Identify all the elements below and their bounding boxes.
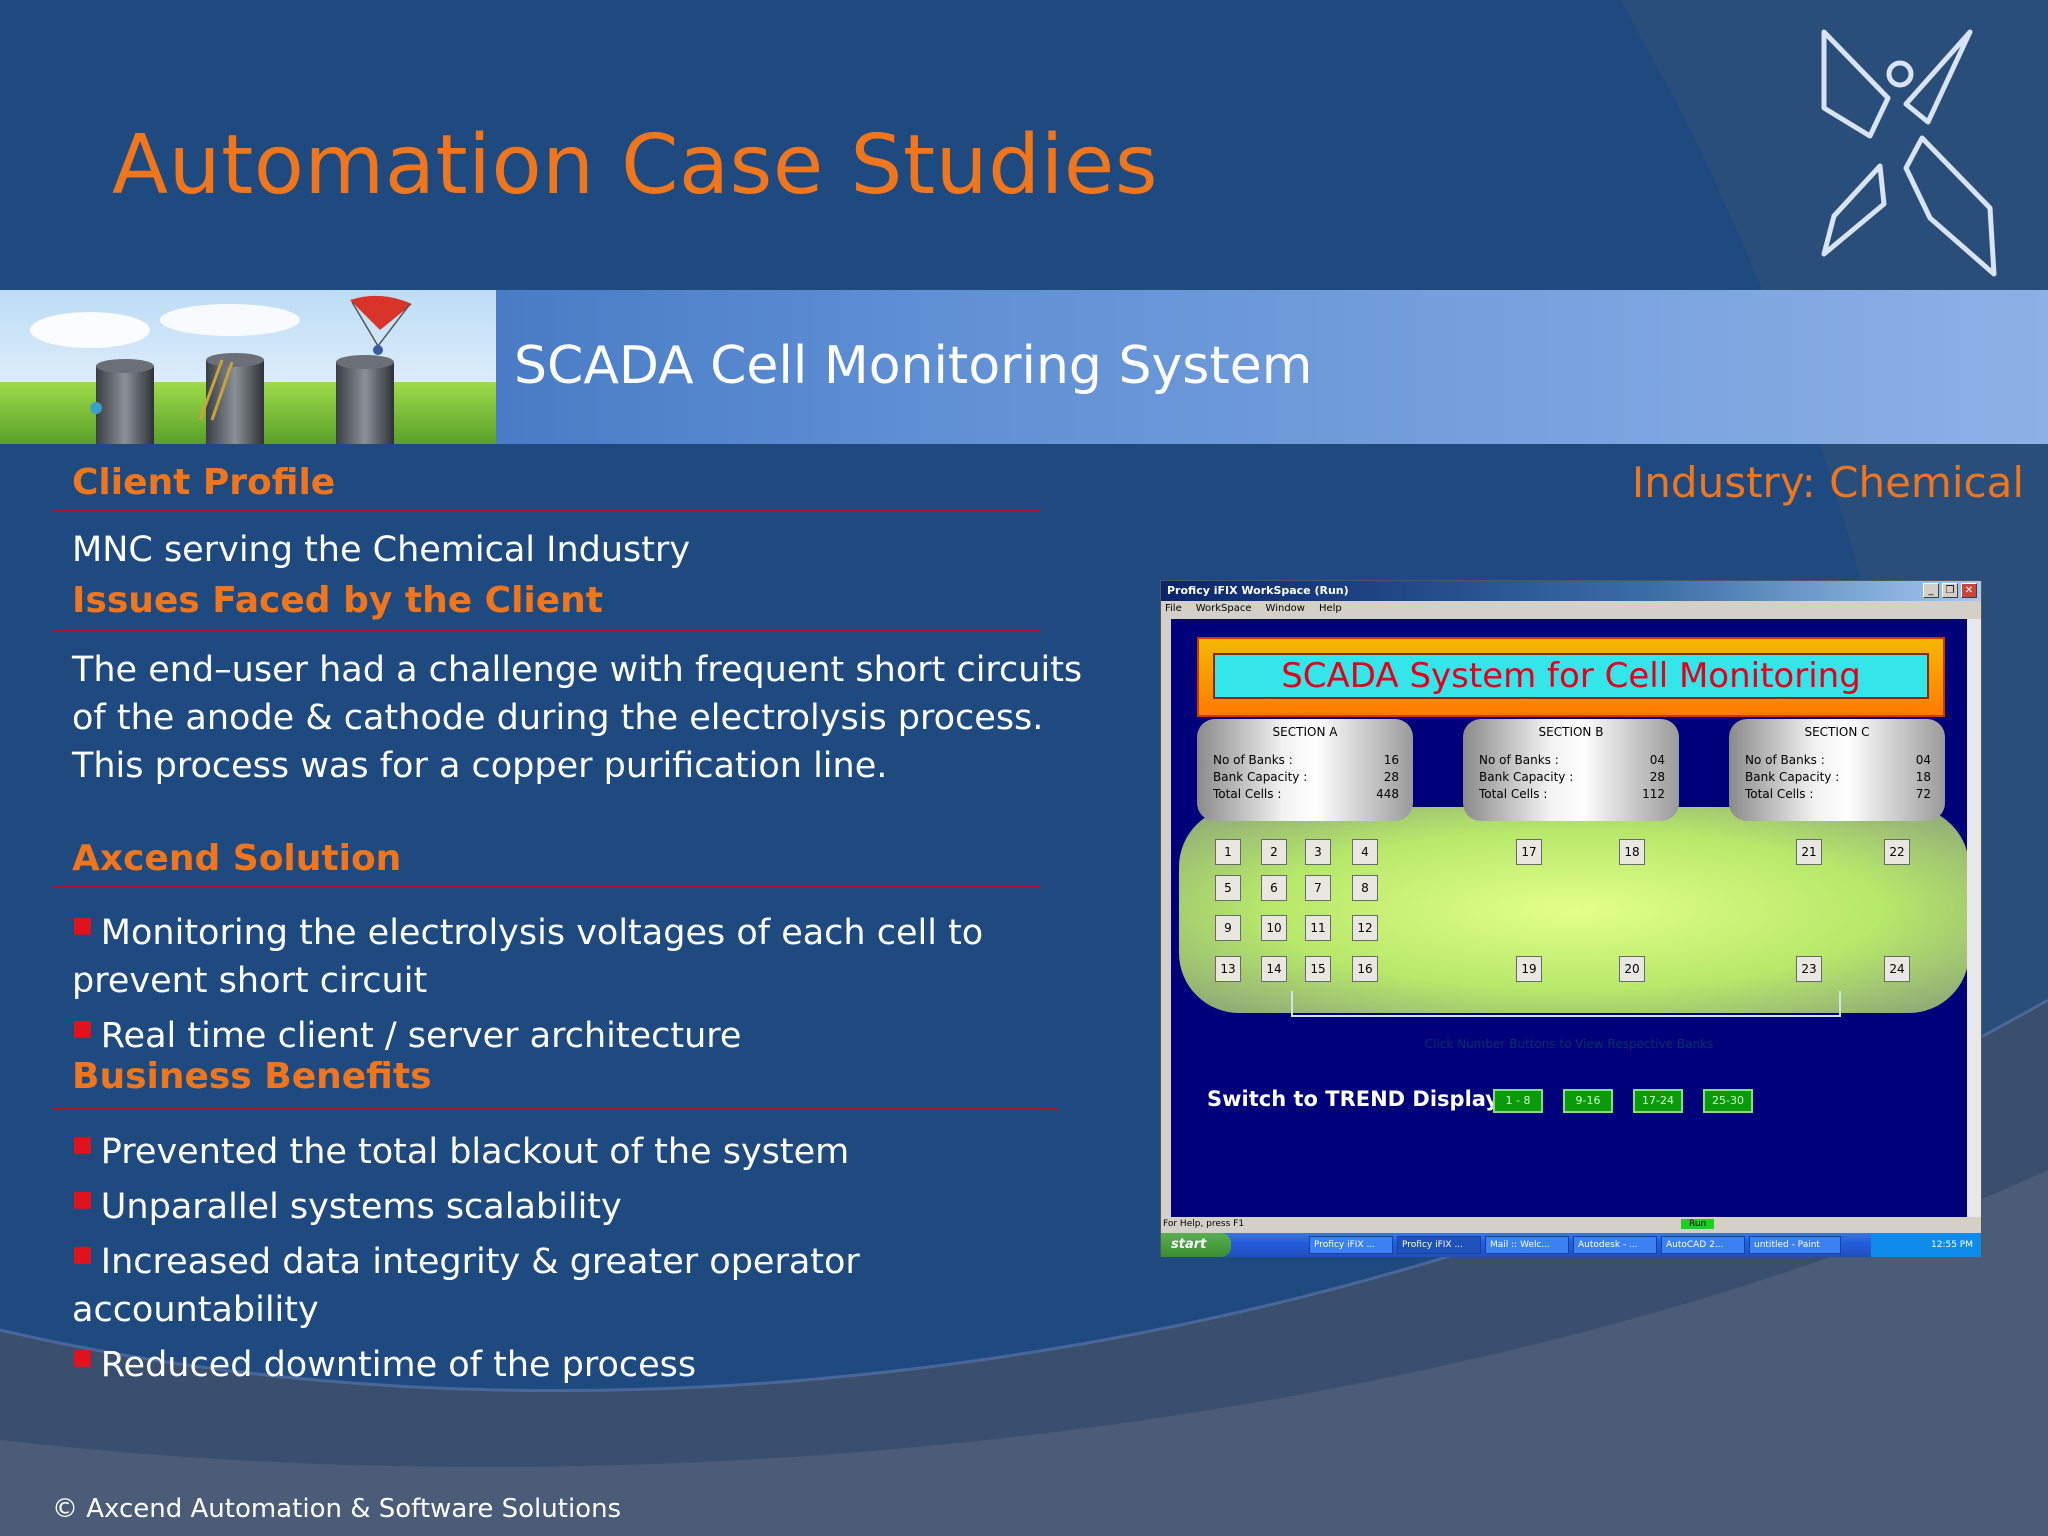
bank-button[interactable]: 24 xyxy=(1884,956,1910,982)
run-badge: Run xyxy=(1681,1219,1715,1229)
benefits-heading: Business Benefits xyxy=(72,1056,432,1097)
window-title: Proficy iFIX WorkSpace (Run) xyxy=(1161,581,1981,601)
bank-button[interactable]: 20 xyxy=(1619,956,1645,982)
restore-icon[interactable]: ❐ xyxy=(1942,583,1958,598)
footer-copyright: © Axcend Automation & Software Solutions xyxy=(52,1494,622,1524)
menu-file[interactable]: File xyxy=(1165,603,1182,614)
bank-button[interactable]: 4 xyxy=(1352,839,1378,865)
start-button[interactable]: start xyxy=(1161,1233,1231,1257)
section-b-panel: SECTION B No of Banks :04 Bank Capacity … xyxy=(1463,719,1679,821)
divider-rule xyxy=(52,630,1040,632)
axcend-logo xyxy=(1821,29,1997,277)
bank-button[interactable]: 9 xyxy=(1215,915,1241,941)
solution-list: ■Monitoring the electrolysis voltages of… xyxy=(72,902,983,1060)
benefit-bullet-cont: accountability xyxy=(72,1290,319,1330)
bullet-marker: ■ xyxy=(72,1187,93,1212)
bank-button[interactable]: 8 xyxy=(1352,875,1378,901)
bullet-marker: ■ xyxy=(72,1242,93,1267)
taskbar-item[interactable]: Proficy iFIX ... xyxy=(1309,1236,1393,1254)
bank-button[interactable]: 23 xyxy=(1796,956,1822,982)
scada-canvas: SCADA System for Cell Monitoring SECTION… xyxy=(1171,619,1967,1219)
solution-bullet: ■Monitoring the electrolysis voltages of… xyxy=(72,913,984,953)
bank-button[interactable]: 13 xyxy=(1215,956,1241,982)
bank-button[interactable]: 6 xyxy=(1261,875,1287,901)
benefit-bullet: ■Increased data integrity & greater oper… xyxy=(72,1242,860,1282)
bank-button[interactable]: 3 xyxy=(1305,839,1331,865)
bank-button[interactable]: 1 xyxy=(1215,839,1241,865)
vertical-scrollbar[interactable] xyxy=(1967,619,1981,1219)
divider-rule xyxy=(52,510,1040,512)
trend-button[interactable]: 9-16 xyxy=(1563,1089,1613,1113)
close-icon[interactable]: ✕ xyxy=(1961,583,1977,598)
bank-button[interactable]: 15 xyxy=(1305,956,1331,982)
bank-button[interactable]: 10 xyxy=(1261,915,1287,941)
taskbar-item[interactable]: Autodesk - ... xyxy=(1573,1236,1657,1254)
bank-button[interactable]: 17 xyxy=(1516,839,1542,865)
menu-help[interactable]: Help xyxy=(1318,603,1342,614)
status-bar: For Help, press F1 Run xyxy=(1161,1217,1981,1231)
taskbar: start Proficy iFIX ... Proficy iFIX ... … xyxy=(1161,1233,1981,1257)
trend-button[interactable]: 1 - 8 xyxy=(1493,1089,1543,1113)
trend-label: Switch to TREND Display xyxy=(1207,1087,1499,1111)
banner-title: SCADA Cell Monitoring System xyxy=(514,336,1313,396)
banner-illustration xyxy=(0,290,496,444)
trend-button[interactable]: 17-24 xyxy=(1633,1089,1683,1113)
bullet-marker: ■ xyxy=(72,1345,93,1370)
issues-heading: Issues Faced by the Client xyxy=(72,580,603,621)
trend-button[interactable]: 25-30 xyxy=(1703,1089,1753,1113)
bank-button[interactable]: 21 xyxy=(1796,839,1822,865)
benefit-bullet: ■Prevented the total blackout of the sys… xyxy=(72,1132,850,1172)
menu-bar: File WorkSpace Window Help xyxy=(1161,601,1981,617)
bank-button[interactable]: 14 xyxy=(1261,956,1287,982)
taskbar-item[interactable]: untitled - Paint xyxy=(1749,1236,1841,1254)
bank-button[interactable]: 5 xyxy=(1215,875,1241,901)
taskbar-item[interactable]: Proficy iFIX ... xyxy=(1397,1236,1481,1254)
solution-bullet: ■Real time client / server architecture xyxy=(72,1016,742,1056)
benefit-bullet: ■Unparallel systems scalability xyxy=(72,1187,622,1227)
scada-title-frame: SCADA System for Cell Monitoring xyxy=(1197,637,1945,717)
click-hint: Click Number Buttons to View Respective … xyxy=(1424,1037,1714,1051)
issues-line: of the anode & cathode during the electr… xyxy=(72,698,1044,738)
client-profile-heading: Client Profile xyxy=(72,462,336,503)
issues-line: This process was for a copper purificati… xyxy=(72,746,888,786)
bank-button[interactable]: 11 xyxy=(1305,915,1331,941)
scada-title: SCADA System for Cell Monitoring xyxy=(1213,653,1929,699)
divider-rule xyxy=(52,886,1040,888)
bullet-marker: ■ xyxy=(72,1132,93,1157)
taskbar-item[interactable]: AutoCAD 2... xyxy=(1661,1236,1745,1254)
section-c-panel: SECTION C No of Banks :04 Bank Capacity … xyxy=(1729,719,1945,821)
benefit-bullet: ■Reduced downtime of the process xyxy=(72,1345,697,1385)
bank-button[interactable]: 12 xyxy=(1352,915,1378,941)
section-a-panel: SECTION A No of Banks :16 Bank Capacity … xyxy=(1197,719,1413,821)
scada-screenshot: Proficy iFIX WorkSpace (Run) _ ❐ ✕ File … xyxy=(1160,580,1982,1257)
menu-window[interactable]: Window xyxy=(1265,603,1305,614)
bank-button[interactable]: 16 xyxy=(1352,956,1378,982)
bank-bracket xyxy=(1291,991,1841,1017)
slide-title: Automation Case Studies xyxy=(112,118,1159,213)
menu-workspace[interactable]: WorkSpace xyxy=(1195,603,1252,614)
client-profile-text: MNC serving the Chemical Industry xyxy=(72,530,691,570)
divider-rule xyxy=(52,1108,1058,1110)
bank-button[interactable]: 22 xyxy=(1884,839,1910,865)
minimize-icon[interactable]: _ xyxy=(1923,583,1939,598)
clock: 12:55 PM xyxy=(1931,1240,1973,1250)
bank-button[interactable]: 18 xyxy=(1619,839,1645,865)
bullet-marker: ■ xyxy=(72,913,93,938)
solution-bullet-cont: prevent short circuit xyxy=(72,961,428,1001)
issues-line: The end–user had a challenge with freque… xyxy=(72,650,1083,690)
bank-button[interactable]: 19 xyxy=(1516,956,1542,982)
bank-button[interactable]: 2 xyxy=(1261,839,1287,865)
bullet-marker: ■ xyxy=(72,1016,93,1041)
benefits-list: ■Prevented the total blackout of the sys… xyxy=(72,1121,860,1389)
cell-area xyxy=(1179,807,1967,1013)
industry-label: Industry: Chemical xyxy=(1631,458,2024,507)
bank-button[interactable]: 7 xyxy=(1305,875,1331,901)
window-controls: _ ❐ ✕ xyxy=(1923,583,1977,598)
system-tray: 12:55 PM xyxy=(1871,1233,1981,1257)
taskbar-item[interactable]: Mail :: Welc... xyxy=(1485,1236,1569,1254)
issues-text: The end–user had a challenge with freque… xyxy=(72,646,1082,790)
solution-heading: Axcend Solution xyxy=(72,838,402,879)
